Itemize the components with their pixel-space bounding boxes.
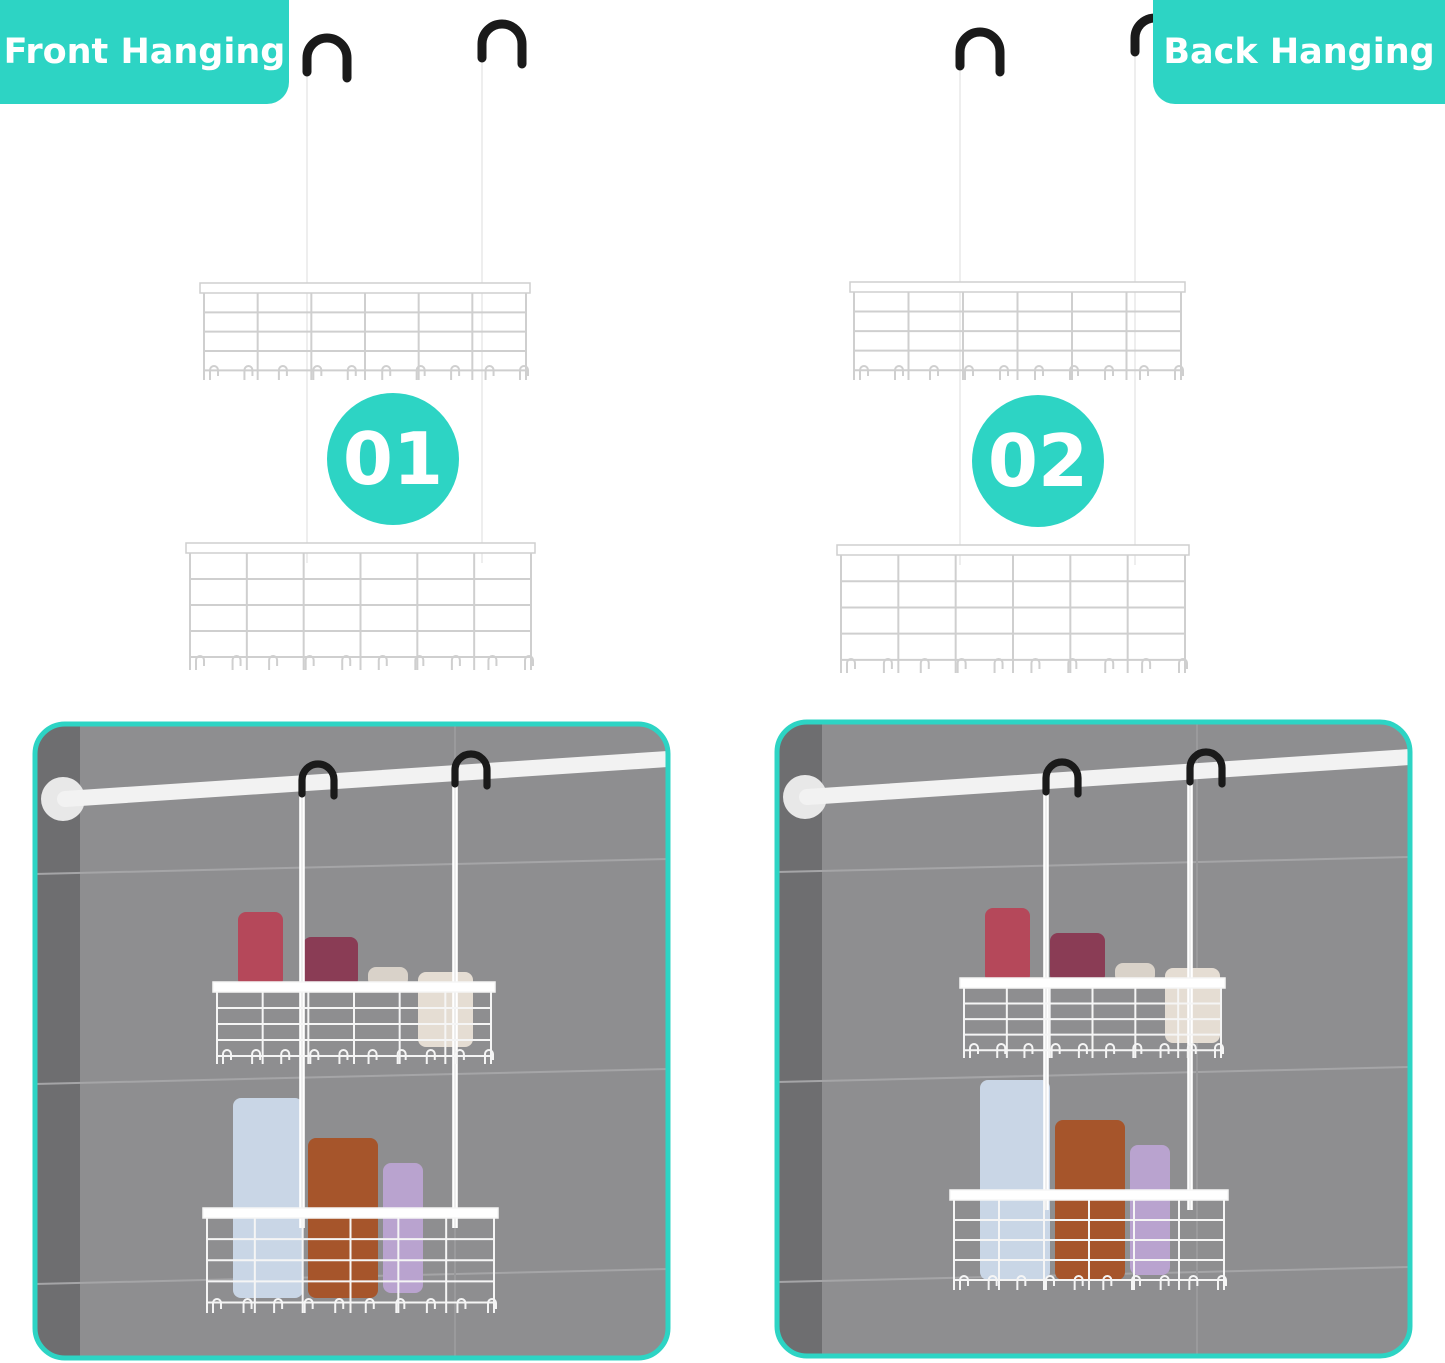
hook-icon bbox=[298, 760, 338, 800]
back-hanging-rack bbox=[836, 13, 1190, 673]
toiletry-bottle bbox=[303, 937, 358, 987]
top-basket bbox=[212, 981, 496, 1064]
shower-rod bbox=[57, 751, 668, 807]
top-basket bbox=[849, 281, 1186, 380]
front-hanging-rack bbox=[185, 19, 536, 670]
bottom-basket bbox=[836, 544, 1190, 673]
shower-rod bbox=[799, 749, 1410, 805]
back-hanging-photo bbox=[774, 719, 1413, 1359]
hook-icon bbox=[477, 19, 527, 69]
bottom-basket bbox=[202, 1207, 499, 1313]
toiletry-bottle bbox=[985, 908, 1030, 983]
front-hanging-label: Front Hanging bbox=[0, 0, 289, 104]
bottom-basket bbox=[949, 1189, 1229, 1290]
hook-icon bbox=[451, 750, 491, 790]
bottom-basket bbox=[185, 542, 536, 670]
step-badge-02: 02 bbox=[972, 395, 1104, 527]
front-hanging-photo bbox=[32, 721, 671, 1361]
top-basket bbox=[199, 282, 531, 380]
toiletry-bottle bbox=[1050, 933, 1105, 983]
toiletry-bottle bbox=[1130, 1145, 1170, 1275]
toiletry-bottle bbox=[238, 912, 283, 987]
hook-icon bbox=[955, 27, 1005, 77]
toiletry-bottle bbox=[233, 1098, 303, 1298]
hook-icon bbox=[1042, 758, 1082, 798]
hook-icon bbox=[302, 33, 352, 83]
step-badge-01: 01 bbox=[327, 393, 459, 525]
back-hanging-label: Back Hanging bbox=[1153, 0, 1445, 104]
top-basket bbox=[959, 977, 1226, 1058]
hook-icon bbox=[1186, 748, 1226, 788]
toiletry-bottle bbox=[383, 1163, 423, 1293]
toiletry-bottle bbox=[980, 1080, 1050, 1280]
